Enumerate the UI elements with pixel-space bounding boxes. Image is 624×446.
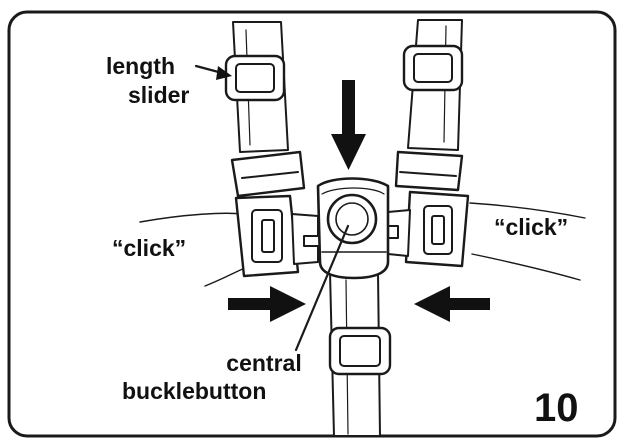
- arrow-left-icon: [414, 286, 490, 322]
- left-buckle-tongue[interactable]: [234, 194, 319, 278]
- length-slider-label: length slider: [106, 55, 189, 107]
- right-buckle-tongue[interactable]: [387, 190, 470, 268]
- body-contour-line: [139, 212, 243, 223]
- arrow-down-icon: [331, 80, 366, 170]
- left-length-slider[interactable]: [224, 54, 286, 102]
- click-label-right: “click”: [494, 214, 569, 240]
- left-tongue-collar: [230, 150, 306, 198]
- right-length-slider[interactable]: [402, 44, 464, 92]
- body-contour-line: [471, 253, 581, 281]
- length-slider-leader-arrowhead: [216, 66, 232, 80]
- click-label-left: “click”: [112, 235, 187, 261]
- right-tongue-collar: [394, 150, 464, 192]
- buckle-button-leader-line: [294, 224, 350, 352]
- step-number: 10: [534, 386, 579, 430]
- central-buckle-button[interactable]: [326, 193, 378, 245]
- length-slider-label-line1: length: [106, 53, 175, 79]
- crotch-strap-slider[interactable]: [328, 326, 392, 376]
- central-buckle-label: central: [218, 352, 310, 375]
- central-buckle-label-line2: bucklebutton: [122, 378, 267, 404]
- length-slider-label-line2: slider: [128, 82, 190, 108]
- body-contour-line: [469, 202, 586, 219]
- central-buckle-label-line1: central: [226, 350, 302, 376]
- arrow-right-icon: [228, 286, 306, 322]
